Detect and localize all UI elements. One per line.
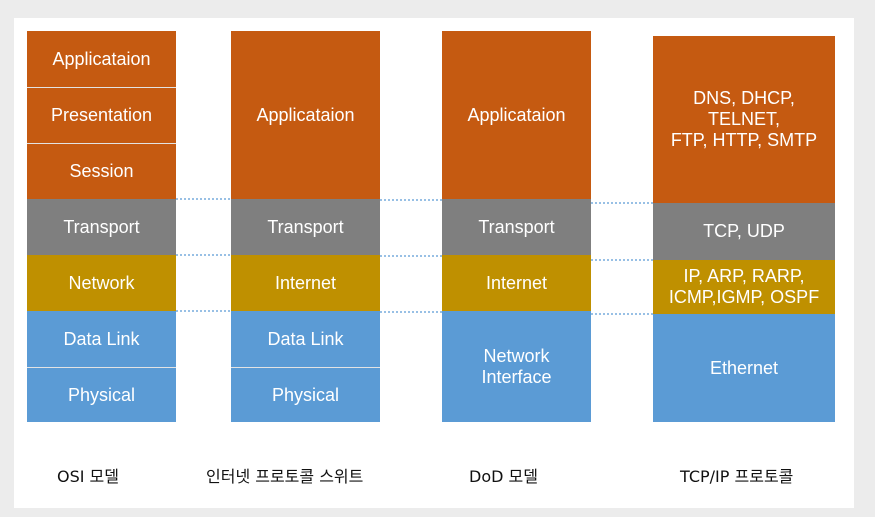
- tcpip-link-protocols: Ethernet: [653, 314, 835, 422]
- osi-transport-layer: Transport: [27, 199, 176, 255]
- osi-session-layer: Session: [27, 143, 176, 199]
- dod-column: Applicataion Transport Internet Network …: [442, 31, 591, 422]
- suite-application-layer: Applicataion: [231, 31, 380, 199]
- osi-physical-layer: Physical: [27, 367, 176, 422]
- dod-network-interface-layer: Network Interface: [442, 311, 591, 422]
- tcpip-column: DNS, DHCP, TELNET, FTP, HTTP, SMTP TCP, …: [653, 36, 835, 422]
- dod-internet-layer: Internet: [442, 255, 591, 311]
- osi-application-layer: Applicataion: [27, 31, 176, 87]
- dod-model-caption: DoD 모델: [469, 467, 538, 486]
- osi-network-layer: Network: [27, 255, 176, 311]
- dod-transport-layer: Transport: [442, 199, 591, 255]
- suite-internet-layer: Internet: [231, 255, 380, 311]
- osi-presentation-layer: Presentation: [27, 87, 176, 143]
- internet-suite-caption: 인터넷 프로토콜 스위트: [206, 467, 364, 486]
- suite-physical-layer: Physical: [231, 367, 380, 422]
- osi-data-link-layer: Data Link: [27, 311, 176, 367]
- tcpip-transport-protocols: TCP, UDP: [653, 203, 835, 260]
- suite-transport-layer: Transport: [231, 199, 380, 255]
- tcpip-protocols-caption: TCP/IP 프로토콜: [680, 467, 794, 486]
- tcpip-internet-protocols: IP, ARP, RARP, ICMP,IGMP, OSPF: [653, 260, 835, 314]
- suite-data-link-layer: Data Link: [231, 311, 380, 367]
- osi-model-caption: OSI 모델: [57, 467, 119, 486]
- dod-application-layer: Applicataion: [442, 31, 591, 199]
- internet-suite-column: Applicataion Transport Internet Data Lin…: [231, 31, 380, 422]
- osi-column: Applicataion Presentation Session Transp…: [27, 31, 176, 422]
- tcpip-application-protocols: DNS, DHCP, TELNET, FTP, HTTP, SMTP: [653, 36, 835, 203]
